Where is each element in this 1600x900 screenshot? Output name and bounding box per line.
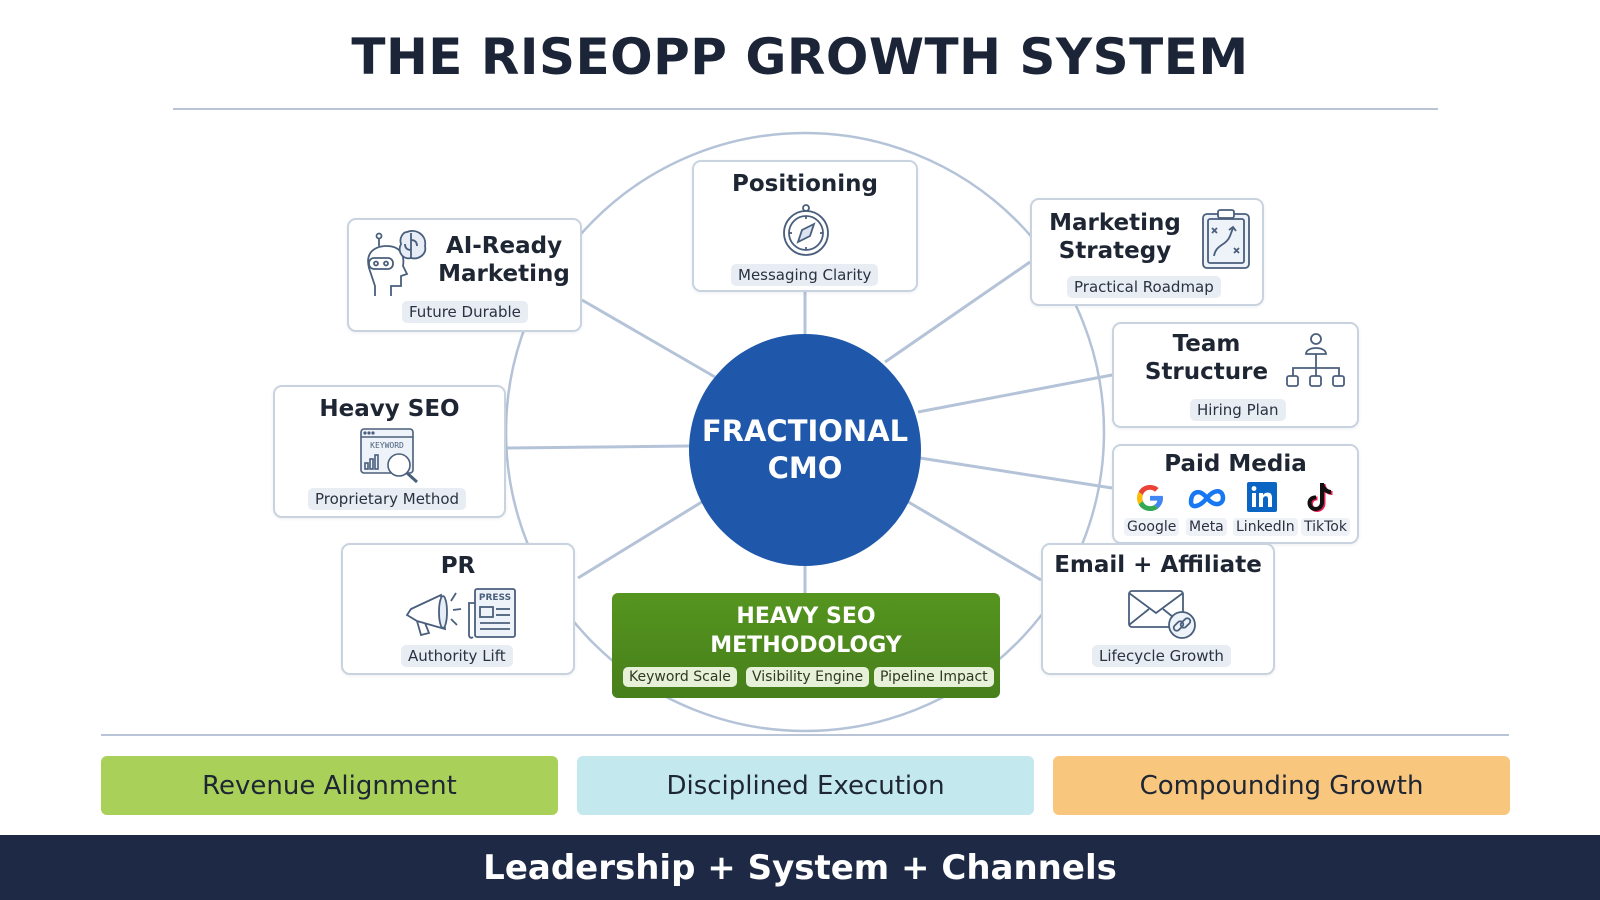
node-ai-ready-marketing[interactable]: AI-Ready Marketing Future Durable [347, 218, 582, 332]
title-divider [173, 108, 1438, 110]
tiktok-icon[interactable] [1304, 480, 1334, 514]
pillar-compounding-growth: Compounding Growth [1053, 756, 1510, 815]
node-title-line2: Structure [1144, 359, 1269, 385]
robot-brain-icon [367, 230, 427, 296]
methodology-title: HEAVY SEO METHODOLOGY [612, 602, 1000, 660]
node-title-line2: Marketing [438, 261, 570, 287]
node-heavy-seo[interactable]: Heavy SEO KEYWORD Proprietary Method [273, 385, 506, 518]
footer-banner: Leadership + System + Channels [0, 835, 1600, 900]
hub-line2: CMO [767, 451, 843, 485]
spoke-paid-media [919, 456, 1113, 490]
email-link-icon [1128, 590, 1196, 639]
node-tag: Lifecycle Growth [1092, 645, 1231, 667]
linkedin-icon[interactable] [1247, 482, 1277, 512]
methodology-line2: METHODOLOGY [710, 633, 902, 658]
spoke-pr [577, 498, 706, 580]
node-tag: Messaging Clarity [731, 264, 879, 286]
spoke-email [904, 498, 1042, 582]
channel-label-google: Google [1124, 518, 1180, 536]
methodology-tag-visibility-engine: Visibility Engine [746, 667, 870, 687]
megaphone-press-icon: PRESS [405, 588, 516, 639]
node-email-affiliate[interactable]: Email + Affiliate Lifecycle Growth [1041, 543, 1275, 675]
org-chart-icon [1286, 333, 1345, 387]
pillar-label: Revenue Alignment [202, 770, 457, 801]
node-positioning[interactable]: Positioning Messaging Clarity [692, 160, 918, 292]
methodology-line1: HEAVY SEO [736, 604, 876, 629]
heavy-seo-methodology-box[interactable]: HEAVY SEO METHODOLOGY Keyword Scale Visi… [612, 593, 1000, 698]
node-title: Positioning [731, 171, 878, 197]
methodology-tag-pipeline-impact: Pipeline Impact [874, 667, 994, 687]
node-pr[interactable]: PR PRESS Authority Lift [341, 543, 575, 675]
node-tag: Authority Lift [401, 645, 513, 667]
node-tag: Hiring Plan [1190, 399, 1286, 421]
node-title-line1: Marketing [1049, 210, 1181, 236]
node-team-structure[interactable]: Team Structure Hiring Plan [1112, 322, 1359, 428]
node-title: PR [440, 553, 476, 579]
meta-icon[interactable] [1187, 486, 1227, 510]
pillar-label: Compounding Growth [1139, 770, 1424, 801]
spoke-ai-ready [581, 298, 716, 379]
node-title: Heavy SEO [319, 396, 460, 422]
channel-label-linkedin: LinkedIn [1233, 518, 1298, 536]
page-title: THE RISEOPP GROWTH SYSTEM [351, 28, 1249, 86]
node-tag: Future Durable [402, 301, 528, 323]
spoke-team-structure [917, 373, 1113, 414]
compass-icon [783, 204, 829, 256]
node-title: Paid Media [1164, 451, 1307, 477]
node-marketing-strategy[interactable]: Marketing Strategy Practical Roadmap [1030, 198, 1264, 306]
hub-line1: FRACTIONAL [701, 414, 909, 448]
node-title-line1: Team [1172, 331, 1241, 357]
hub-fractional-cmo[interactable]: FRACTIONAL CMO [689, 334, 921, 566]
outer-ring [504, 131, 1106, 733]
clipboard-strategy-icon [1202, 209, 1250, 269]
pillars-divider [101, 734, 1509, 736]
node-tag: Practical Roadmap [1067, 276, 1221, 298]
footer-text: Leadership + System + Channels [483, 847, 1117, 888]
keyword-search-icon: KEYWORD [360, 428, 419, 484]
pillar-disciplined-execution: Disciplined Execution [577, 756, 1034, 815]
methodology-tag-keyword-scale: Keyword Scale [623, 667, 737, 687]
pillar-revenue-alignment: Revenue Alignment [101, 756, 558, 815]
node-title: Email + Affiliate [1054, 552, 1262, 578]
spoke-heavy-seo [503, 444, 690, 450]
node-title-line2: Strategy [1058, 238, 1172, 264]
keyword-label: KEYWORD [370, 441, 404, 450]
channel-label-tiktok: TikTok [1301, 518, 1350, 536]
channel-label-meta: Meta [1186, 518, 1227, 536]
pillar-label: Disciplined Execution [666, 770, 945, 801]
spoke-marketing-strategy [884, 260, 1031, 364]
google-icon[interactable] [1134, 482, 1166, 514]
node-tag: Proprietary Method [308, 488, 467, 510]
node-title-line1: AI-Ready [445, 233, 563, 259]
press-label: PRESS [479, 593, 511, 603]
